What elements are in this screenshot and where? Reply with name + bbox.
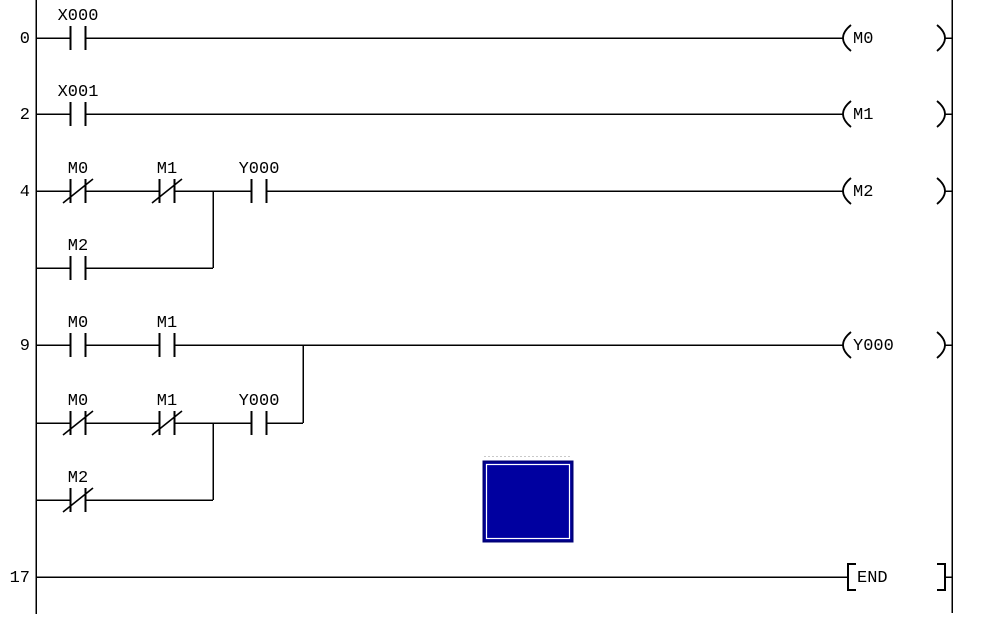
contact-label: X001 bbox=[58, 83, 99, 102]
contact-gap bbox=[159, 332, 175, 358]
nc-slash bbox=[62, 178, 94, 204]
contact-nc-m1[interactable]: M1 bbox=[151, 392, 183, 436]
coil-paren-right bbox=[936, 177, 946, 205]
coil-paren-left bbox=[842, 100, 852, 128]
contact-label: Y000 bbox=[239, 160, 280, 179]
contact-label: M0 bbox=[68, 392, 88, 411]
contact-no-m1[interactable]: M1 bbox=[157, 314, 177, 358]
contact-no-m0[interactable]: M0 bbox=[68, 314, 88, 358]
nc-slash bbox=[62, 487, 94, 513]
step-number: 0 bbox=[20, 30, 30, 49]
edit-cursor[interactable] bbox=[482, 460, 574, 543]
contact-label: M0 bbox=[68, 314, 88, 333]
coil-paren-left bbox=[842, 24, 852, 52]
contact-no-x001[interactable]: X001 bbox=[58, 83, 99, 127]
instruction-end[interactable]: END bbox=[847, 563, 952, 591]
contact-gap bbox=[251, 410, 267, 436]
coil-paren-right bbox=[936, 24, 946, 52]
step-number: 17 bbox=[10, 569, 30, 588]
coil-label: M2 bbox=[853, 183, 873, 202]
contact-label: M1 bbox=[157, 392, 177, 411]
contact-label: M0 bbox=[68, 160, 88, 179]
nc-slash bbox=[151, 178, 183, 204]
step-number: 9 bbox=[20, 337, 30, 356]
contact-gap bbox=[70, 25, 86, 51]
contact-no-m2[interactable]: M2 bbox=[68, 237, 88, 281]
contact-label: M1 bbox=[157, 160, 177, 179]
contact-nc-m1[interactable]: M1 bbox=[151, 160, 183, 204]
coil-paren-left bbox=[842, 177, 852, 205]
contact-no-y000[interactable]: Y000 bbox=[239, 160, 280, 204]
contact-nc-m0[interactable]: M0 bbox=[62, 160, 94, 204]
instruction-bracket-right bbox=[937, 563, 946, 591]
instruction-bracket-left bbox=[847, 563, 856, 591]
coil-label: Y000 bbox=[853, 337, 894, 356]
contact-nc-m2[interactable]: M2 bbox=[62, 469, 94, 513]
contact-no-y000[interactable]: Y000 bbox=[239, 392, 280, 436]
contact-gap bbox=[251, 178, 267, 204]
contact-nc-m0[interactable]: M0 bbox=[62, 392, 94, 436]
edit-cursor-fill bbox=[482, 460, 574, 543]
coil-label: M0 bbox=[853, 30, 873, 49]
contact-no-x000[interactable]: X000 bbox=[58, 7, 99, 51]
coil-m0[interactable]: M0 bbox=[842, 24, 952, 52]
step-number: 2 bbox=[20, 106, 30, 125]
instruction-label: END bbox=[857, 569, 888, 588]
coil-m1[interactable]: M1 bbox=[842, 100, 952, 128]
contact-label: M2 bbox=[68, 469, 88, 488]
contact-label: M1 bbox=[157, 314, 177, 333]
coil-paren-right bbox=[936, 100, 946, 128]
nc-slash bbox=[151, 410, 183, 436]
coil-y000[interactable]: Y000 bbox=[842, 331, 952, 359]
contact-gap bbox=[70, 255, 86, 281]
step-number: 4 bbox=[20, 183, 30, 202]
contact-label: Y000 bbox=[239, 392, 280, 411]
coil-paren-right bbox=[936, 331, 946, 359]
coil-m2[interactable]: M2 bbox=[842, 177, 952, 205]
coil-label: M1 bbox=[853, 106, 873, 125]
contact-gap bbox=[70, 101, 86, 127]
contact-gap bbox=[70, 332, 86, 358]
nc-slash bbox=[62, 410, 94, 436]
edit-cursor-inner-outline bbox=[485, 463, 571, 540]
coil-paren-left bbox=[842, 331, 852, 359]
contact-label: X000 bbox=[58, 7, 99, 26]
contact-label: M2 bbox=[68, 237, 88, 256]
